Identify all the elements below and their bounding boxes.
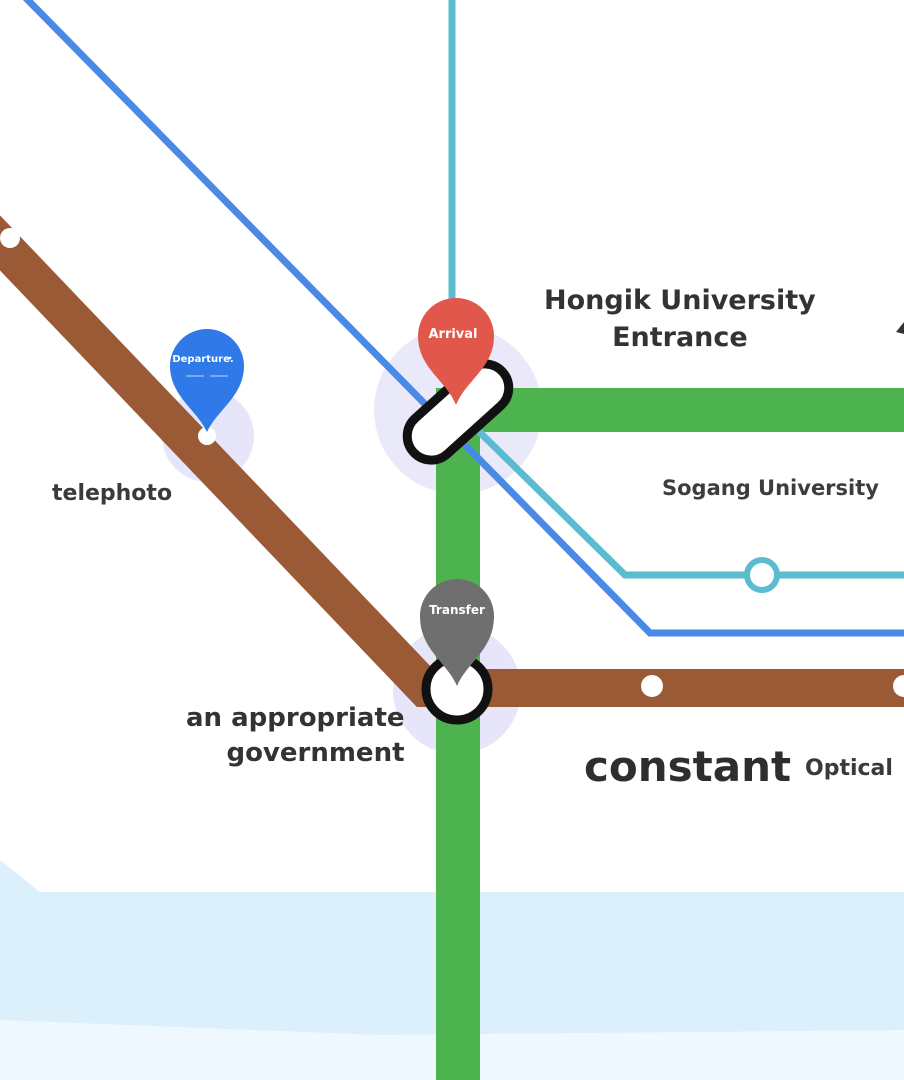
departure-marker[interactable]: Departure. xyxy=(170,329,244,432)
station-label-government[interactable]: an appropriate government xyxy=(186,701,405,771)
station-label-constant[interactable]: constant xyxy=(584,742,792,791)
transfer-station-hongik[interactable] xyxy=(397,354,518,470)
subway-line-blue[interactable] xyxy=(18,0,904,637)
departure-marker-label: Departure. xyxy=(172,354,233,365)
station-label-optical[interactable]: Optical xyxy=(805,756,893,781)
map-pin-icon xyxy=(418,298,494,405)
map-pin-icon xyxy=(420,579,494,686)
station-dot[interactable] xyxy=(0,228,20,248)
station-label-line: an appropriate xyxy=(186,703,405,733)
transfer-marker-label: Transfer xyxy=(429,603,485,617)
transfer-marker[interactable]: Transfer xyxy=(420,579,494,686)
station-dot[interactable] xyxy=(893,675,904,697)
station-label-line: government xyxy=(226,738,405,768)
station-label-sogang[interactable]: Sogang University xyxy=(662,476,879,500)
station-dot-sogang[interactable] xyxy=(744,557,780,593)
station-dot-telephoto[interactable] xyxy=(198,427,216,445)
station-label-telephoto[interactable]: telephoto xyxy=(52,481,173,506)
map-pin-icon xyxy=(170,329,244,432)
arrival-marker[interactable]: Arrival xyxy=(418,298,494,405)
station-dot[interactable] xyxy=(641,675,663,697)
arrow-icon xyxy=(896,322,904,334)
station-label-hongik[interactable]: Hongik University Entrance xyxy=(544,282,816,356)
station-label-line: Hongik University xyxy=(544,285,816,316)
station-label-line: Entrance xyxy=(612,322,748,353)
arrival-marker-label: Arrival xyxy=(428,327,477,342)
